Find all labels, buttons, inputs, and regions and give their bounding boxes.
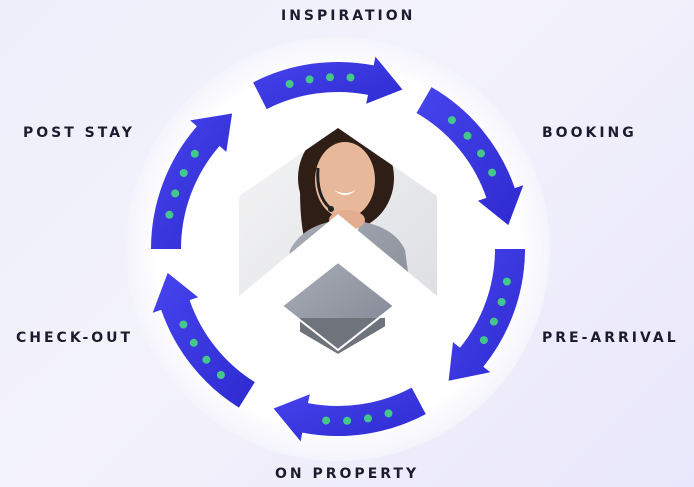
- arrow-inspiration-to-booking: [253, 56, 403, 110]
- progress-dot: [216, 371, 225, 379]
- stage-label-post-stay: POST STAY: [23, 125, 135, 141]
- progress-dot: [497, 298, 506, 306]
- progress-dot: [488, 168, 497, 177]
- progress-dot: [305, 75, 314, 84]
- progress-dot: [171, 189, 180, 198]
- progress-dot: [463, 131, 472, 140]
- progress-dot: [179, 169, 188, 177]
- progress-dot: [364, 414, 372, 423]
- stage-label-inspiration: INSPIRATION: [281, 8, 416, 24]
- progress-dot: [326, 73, 334, 82]
- arrow-check-out-to-post-stay: [152, 272, 255, 408]
- stage-label-check-out: CHECK-OUT: [16, 330, 134, 346]
- stage-label-on-property: ON PROPERTY: [275, 466, 420, 482]
- progress-dot: [384, 409, 393, 418]
- progress-dot: [165, 210, 174, 219]
- stage-label-booking: BOOKING: [542, 125, 637, 141]
- progress-dot: [477, 149, 485, 158]
- progress-dot: [346, 73, 355, 82]
- progress-dot: [190, 149, 199, 158]
- progress-dot: [202, 355, 211, 364]
- progress-dot: [489, 317, 498, 326]
- arrow-on-property-to-check-out: [273, 387, 426, 442]
- progress-dot: [479, 336, 488, 345]
- progress-dot: [322, 416, 331, 425]
- cycle-arrows: [151, 56, 525, 442]
- progress-dot: [447, 116, 456, 125]
- progress-dot: [502, 277, 511, 286]
- progress-dot: [343, 416, 352, 425]
- progress-dot: [285, 80, 294, 88]
- stage-label-pre-arrival: PRE-ARRIVAL: [542, 330, 679, 346]
- progress-dot: [179, 320, 188, 329]
- progress-dot: [189, 338, 198, 347]
- arrow-booking-to-pre-arrival: [416, 87, 524, 226]
